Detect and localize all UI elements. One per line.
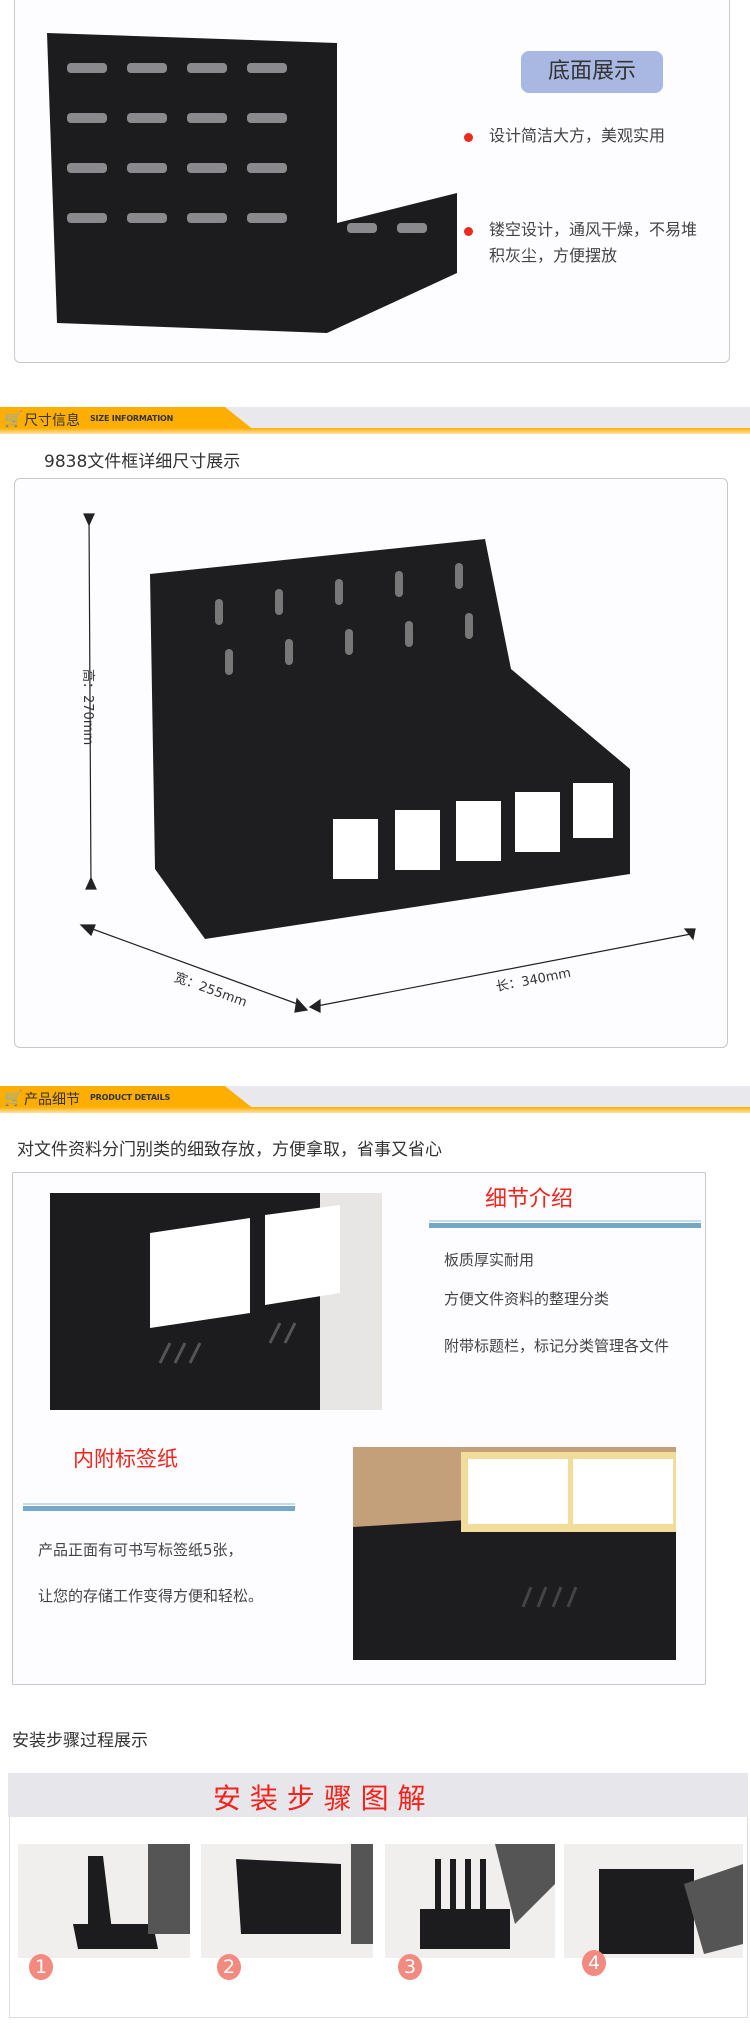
detail-point: 板质厚实耐用	[444, 1251, 535, 1269]
file-holder-bottom-photo	[37, 23, 457, 335]
label-point: 产品正面有可书写标签纸5张，	[38, 1541, 243, 1559]
label-point: 让您的存储工作变得方便和轻松。	[38, 1587, 264, 1605]
bottom-view-point: 设计简洁大方，美观实用	[489, 126, 666, 145]
step-number-2: 2	[217, 1954, 241, 1980]
step-photo-4	[564, 1844, 743, 1958]
step-number-4: 4	[582, 1950, 606, 1976]
section-bar-size-info: 🛒 尺寸信息 SIZE INFORMATION	[0, 407, 750, 434]
label-paper-photo	[353, 1447, 676, 1660]
detail-caption: 对文件资料分门别类的细致存放，方便拿取，省事又省心	[17, 1140, 442, 1160]
height-label: 高：270mm	[80, 669, 95, 746]
size-panel: 高：270mm 宽：255mm 长：340mm	[14, 478, 728, 1048]
divider	[429, 1220, 701, 1228]
step-photo-3	[385, 1844, 555, 1958]
bullet-icon	[464, 133, 473, 142]
cart-icon: 🛒	[4, 410, 23, 428]
detail-closeup-photo	[50, 1193, 382, 1410]
install-caption: 安装步骤过程展示	[12, 1731, 148, 1751]
detail-intro-title: 细节介绍	[485, 1187, 574, 1212]
bottom-view-badge: 底面展示	[521, 51, 663, 93]
install-steps-panel: 1 2 3 4	[9, 1817, 748, 2018]
bottom-view-panel: 底面展示 设计简洁大方，美观实用 镂空设计，通风干燥，不易堆积灰尘，方便摆放	[14, 0, 730, 363]
bullet-icon	[464, 227, 473, 236]
step-number-3: 3	[398, 1954, 422, 1980]
size-caption: 9838文件框详细尺寸展示	[44, 452, 241, 472]
section-title: 尺寸信息	[24, 413, 80, 429]
divider	[23, 1503, 295, 1511]
file-holder-dimension-drawing	[79, 513, 696, 1013]
step-photo-1	[18, 1844, 190, 1958]
detail-point: 方便文件资料的整理分类	[444, 1290, 610, 1308]
label-paper-title: 内附标签纸	[73, 1447, 178, 1471]
detail-panel: 细节介绍 板质厚实耐用 方便文件资料的整理分类 附带标题栏，标记分类管理各文件 …	[12, 1172, 706, 1685]
install-banner-title: 安 装 步 骤 图 解	[213, 1782, 426, 1815]
section-subtitle: PRODUCT DETAILS	[90, 1093, 171, 1102]
step-number-1: 1	[29, 1954, 53, 1980]
step-photo-2	[201, 1844, 373, 1958]
section-subtitle: SIZE INFORMATION	[90, 414, 174, 423]
cart-icon: 🛒	[4, 1089, 23, 1107]
section-bar-product-details: 🛒 产品细节 PRODUCT DETAILS	[0, 1086, 750, 1113]
section-title: 产品细节	[24, 1092, 80, 1108]
bottom-view-point: 镂空设计，通风干燥，不易堆积灰尘，方便摆放	[489, 220, 698, 265]
install-banner: 安 装 步 骤 图 解	[8, 1773, 748, 1817]
detail-point: 附带标题栏，标记分类管理各文件	[444, 1337, 670, 1355]
